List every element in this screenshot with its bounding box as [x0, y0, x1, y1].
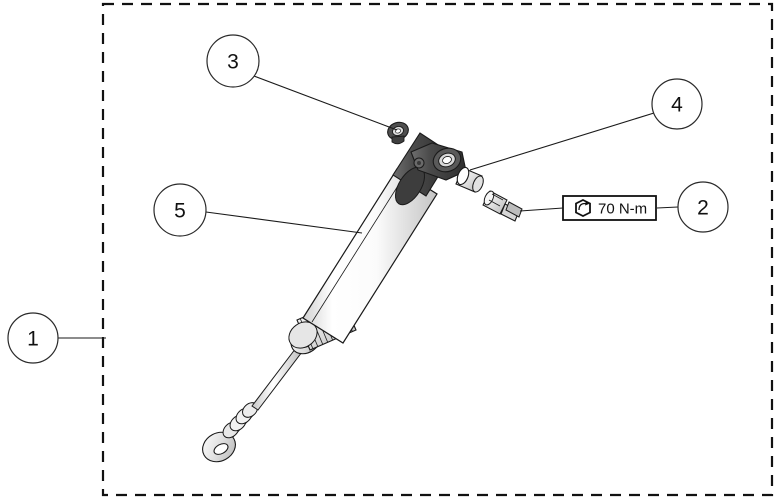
torque-spec-label: 70 N-m: [562, 195, 657, 221]
callout-1[interactable]: 1: [7, 312, 59, 364]
hex-bolt-torque-icon: [575, 198, 591, 218]
callout-2-circle[interactable]: [677, 181, 729, 233]
assembly-group-boundary: [101, 2, 774, 497]
leader-line-3: [253, 75, 398, 131]
leader-line-torque: [519, 207, 564, 212]
leader-line-4: [469, 112, 655, 171]
hex-bolt: [482, 190, 523, 222]
callout-3-label: 3: [227, 51, 239, 74]
callout-5[interactable]: 5: [153, 183, 207, 237]
callout-2-label: 2: [697, 197, 709, 220]
callout-5-label: 5: [174, 200, 186, 223]
dust-boot-bellows: [222, 402, 258, 439]
callout-4-circle[interactable]: [651, 78, 703, 130]
shock-cylinder-body: [302, 168, 438, 344]
torque-value-text: 70 N-m: [598, 201, 647, 218]
piston-rod: [251, 343, 306, 411]
callout-4-label: 4: [671, 94, 683, 117]
callout-1-label: 1: [27, 328, 39, 351]
callout-2[interactable]: 2: [677, 181, 729, 233]
leader-line-5: [205, 211, 363, 234]
callout-1-circle[interactable]: [7, 312, 59, 364]
leader-line-2: [656, 206, 679, 209]
lower-ring-eyelet: [202, 431, 236, 463]
shock-absorber-body: [202, 132, 467, 463]
callout-3[interactable]: 3: [206, 34, 260, 88]
callout-3-circle[interactable]: [206, 34, 260, 88]
flange-nut: [387, 121, 409, 145]
callout-4[interactable]: 4: [651, 78, 703, 130]
callout-5-circle[interactable]: [153, 183, 207, 237]
spacer-bushing: [455, 166, 484, 193]
